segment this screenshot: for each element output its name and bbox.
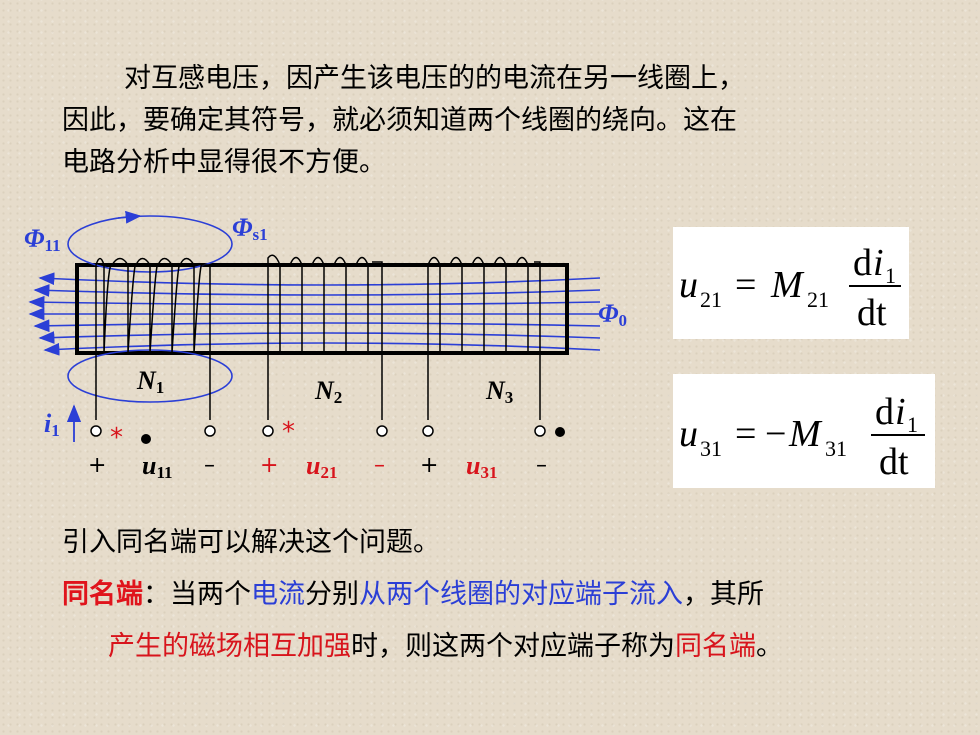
- formula-u31: u 31 = − M 31 d i 1 dt: [673, 374, 935, 488]
- svg-text:dt: dt: [857, 292, 887, 334]
- star-marker-coil2: *: [282, 417, 295, 447]
- definition-line-2: 产生的磁场相互加强时，则这两个对应端子称为同名端。: [108, 626, 783, 668]
- coil-n2-label: N2: [314, 376, 342, 407]
- flux-lines: [28, 272, 601, 356]
- svg-text:d: d: [853, 242, 872, 284]
- voltage-u31-label: u31: [466, 451, 497, 482]
- u31-plus: +: [420, 453, 438, 478]
- u11-plus: +: [88, 453, 106, 478]
- svg-text:M: M: [788, 413, 823, 455]
- definition-current: 电流: [251, 579, 305, 610]
- definition-line-1: 同名端：当两个电流分别从两个线圈的对应端子流入，其所: [62, 574, 764, 616]
- flux-0-label: Φ0: [598, 299, 627, 330]
- u31-minus: –: [536, 453, 547, 478]
- definition-separately: 分别: [305, 579, 359, 610]
- svg-text:u: u: [679, 264, 698, 306]
- svg-text:−: −: [765, 413, 786, 455]
- formula-u21: u 21 = M 21 d i 1 dt: [673, 227, 909, 339]
- flux-s1-label: Φs1: [232, 213, 268, 244]
- u21-minus: –: [374, 453, 385, 478]
- svg-text:1: 1: [885, 263, 896, 288]
- u21-plus: +: [260, 453, 278, 478]
- coil-n3-label: N3: [485, 376, 513, 407]
- intro-line-1: 对互感电压，因产生该电压的的电流在另一线圈上，: [124, 63, 745, 94]
- current-i1-label: i1: [44, 409, 60, 440]
- definition-produced: 产生的磁场相互加强: [108, 631, 351, 662]
- magnetic-core: [75, 263, 569, 355]
- svg-text:i: i: [873, 242, 884, 284]
- svg-text:=: =: [735, 264, 756, 306]
- svg-text:d: d: [875, 391, 894, 433]
- u11-minus: –: [204, 453, 215, 478]
- intro-paragraph: 对互感电压，因产生该电压的的电流在另一线圈上， 因此，要确定其符号，就必须知道两…: [62, 58, 922, 184]
- svg-text:31: 31: [825, 436, 847, 461]
- definition-tail: ，其所: [683, 579, 764, 610]
- definition-colon-text: ：当两个: [143, 579, 251, 610]
- svg-text:31: 31: [700, 436, 722, 461]
- svg-text:dt: dt: [879, 441, 909, 483]
- definition-period: 。: [756, 631, 783, 662]
- definition-then: 时，则这两个对应端子称为: [351, 631, 675, 662]
- star-marker-coil1: *: [110, 423, 123, 453]
- dot-marker-coil1: [141, 434, 151, 444]
- svg-text:u: u: [679, 413, 698, 455]
- flux-11-label: Φ11: [24, 224, 61, 255]
- svg-text:=: =: [735, 413, 756, 455]
- svg-text:1: 1: [907, 412, 918, 437]
- svg-text:i: i: [895, 391, 906, 433]
- coil-windings: [95, 254, 541, 420]
- voltage-u21-label: u21: [306, 451, 337, 482]
- intro-line-2: 因此，要确定其符号，就必须知道两个线圈的绕向。这在: [62, 105, 737, 136]
- definition-flow-in: 从两个线圈的对应端子流入: [359, 579, 683, 610]
- terminals: [90, 425, 546, 437]
- coil-n1-label: N1: [136, 366, 164, 397]
- solution-paragraph: 引入同名端可以解决这个问题。: [62, 527, 440, 558]
- coupled-coils-diagram: Φ11 Φs1 Φ0 N1 N2 N3 i1 u11 u21 u31 + – +…: [24, 210, 627, 482]
- voltage-u11-label: u11: [142, 451, 173, 482]
- dot-marker-coil3: [555, 427, 565, 437]
- intro-line-3: 电路分析中显得很不方便。: [62, 147, 386, 178]
- svg-text:21: 21: [700, 287, 722, 312]
- definition-term: 同名端: [62, 579, 143, 610]
- definition-term-2: 同名端: [675, 631, 756, 662]
- svg-text:21: 21: [807, 287, 829, 312]
- svg-text:M: M: [770, 264, 805, 306]
